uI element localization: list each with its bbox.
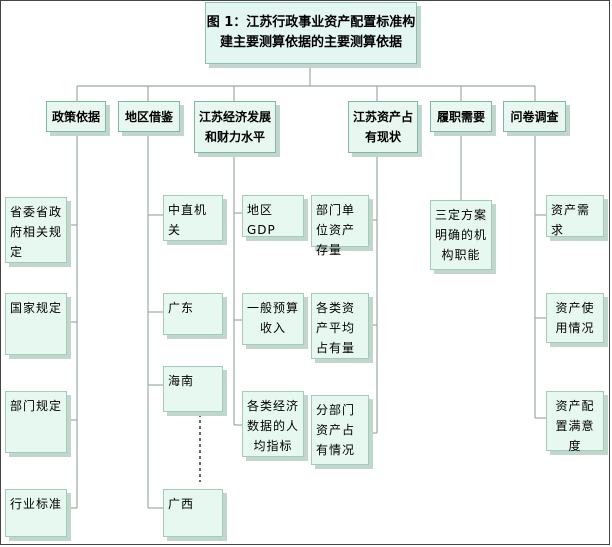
- leaf-asset-satisfaction: 资产配置满意度: [546, 391, 604, 453]
- leaf-label: 国家规定: [10, 301, 63, 315]
- category-label: 政策依据: [51, 109, 100, 124]
- category-label: 江苏资产占有现状: [352, 110, 413, 144]
- leaf-label: 省委省政府相关规定: [10, 205, 63, 259]
- category-questionnaire: 问卷调查: [503, 101, 566, 132]
- leaf-general-budget-revenue: 一般预算收入: [242, 293, 304, 345]
- leaf-label: 一般预算收入: [247, 301, 300, 335]
- category-duty-needs: 履职需要: [430, 101, 492, 132]
- leaf-unit-asset-stock: 部门单位资产存量: [311, 195, 369, 257]
- leaf-label: 资产需求: [551, 203, 591, 237]
- leaf-label: 分部门资产占有情况: [316, 403, 356, 457]
- leaf-label: 中直机关: [168, 203, 208, 237]
- leaf-department-asset-holding: 分部门资产占有情况: [311, 395, 369, 465]
- leaf-label: 部门单位资产存量: [316, 203, 356, 257]
- leaf-regional-gdp: 地区 GDP: [242, 195, 304, 237]
- leaf-average-asset-holding: 各类资产平均占有量: [311, 293, 369, 359]
- leaf-asset-demand: 资产需求: [546, 195, 604, 237]
- leaf-national-rules: 国家规定: [5, 293, 67, 355]
- leaf-label: 三定方案明确的机构职能: [435, 208, 488, 262]
- leaf-institution-functions: 三定方案明确的机构职能: [430, 200, 492, 270]
- leaf-department-rules: 部门规定: [5, 391, 67, 453]
- leaf-label: 各类资产平均占有量: [316, 301, 356, 355]
- leaf-central-organs: 中直机关: [163, 195, 223, 241]
- leaf-guangxi: 广西: [163, 489, 223, 537]
- category-jiangsu-economy: 江苏经济发展和财力水平: [194, 101, 276, 153]
- leaf-asset-usage: 资产使用情况: [546, 293, 604, 343]
- leaf-label: 各类经济数据的人均指标: [247, 399, 300, 453]
- leaf-guangdong: 广东: [163, 293, 223, 335]
- category-label: 地区借鉴: [124, 109, 173, 124]
- leaf-per-capita-indicators: 各类经济数据的人均指标: [242, 391, 304, 457]
- leaf-label: 广东: [168, 301, 195, 315]
- category-label: 问卷调查: [510, 109, 559, 124]
- leaf-label: 行业标准: [10, 497, 63, 511]
- category-label: 江苏经济发展和财力水平: [198, 110, 271, 144]
- leaf-label: 资产使用情况: [555, 301, 595, 335]
- leaf-label: 资产配置满意度: [555, 399, 595, 453]
- category-policy-basis: 政策依据: [46, 101, 106, 132]
- category-regional-reference: 地区借鉴: [118, 101, 180, 132]
- leaf-label: 部门规定: [10, 399, 63, 413]
- diagram-title: 图 1：江苏行政事业资产配置标准构建主要测算依据的主要测算依据: [205, 2, 417, 64]
- leaf-industry-standard: 行业标准: [5, 489, 67, 537]
- leaf-provincial-rules: 省委省政府相关规定: [5, 197, 67, 263]
- category-jiangsu-asset-status: 江苏资产占有现状: [348, 101, 418, 153]
- leaf-label: 海南: [168, 374, 195, 388]
- leaf-label: 地区 GDP: [247, 203, 276, 237]
- diagram-title-text: 图 1：江苏行政事业资产配置标准构建主要测算依据的主要测算依据: [206, 15, 416, 50]
- leaf-hainan: 海南: [163, 366, 223, 412]
- category-label: 履职需要: [436, 109, 485, 124]
- leaf-label: 广西: [168, 497, 195, 511]
